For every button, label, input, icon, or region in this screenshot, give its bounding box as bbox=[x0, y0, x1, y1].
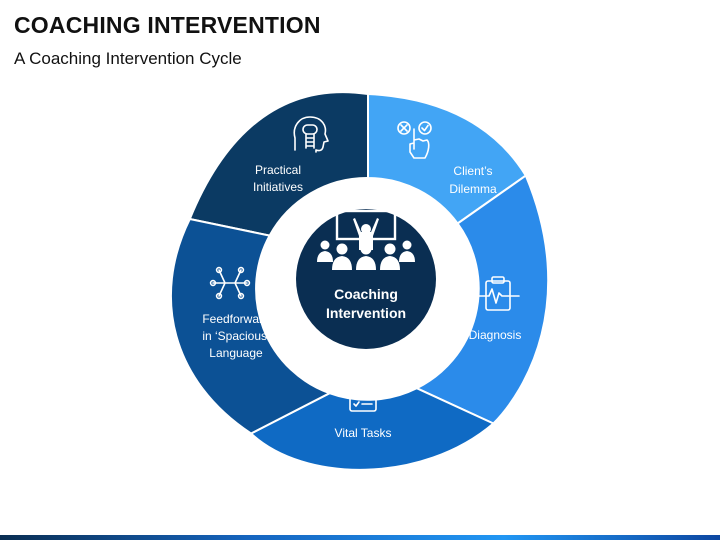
clipboard-pulse-icon bbox=[476, 276, 520, 311]
label-tasks: Vital Tasks bbox=[335, 426, 392, 440]
label-feedforward-1: Feedforward bbox=[202, 312, 269, 326]
slide-subtitle: A Coaching Intervention Cycle bbox=[14, 49, 242, 68]
choice-hand-icon bbox=[397, 121, 432, 159]
slide-title: COACHING INTERVENTION bbox=[14, 12, 321, 38]
label-feedforward-2: in ‘Spacious’ bbox=[202, 329, 269, 343]
center-hub bbox=[296, 209, 436, 349]
label-diagnosis: Diagnosis bbox=[469, 328, 522, 342]
segment-feedforward: Feedforward in ‘Spacious’ Language bbox=[170, 217, 333, 435]
label-dilemma-1: Client’s bbox=[453, 164, 492, 178]
label-dilemma-2: Dilemma bbox=[449, 182, 497, 196]
center-label-line1: Coaching bbox=[334, 286, 398, 302]
segment-diagnosis: Diagnosis bbox=[414, 174, 550, 425]
segment-tasks: Vital Tasks bbox=[249, 374, 496, 471]
segment-diagnosis-shape bbox=[414, 174, 550, 425]
bottom-accent-bar bbox=[0, 535, 720, 540]
audience-presenter-icon bbox=[317, 209, 415, 270]
center-label-line2: Intervention bbox=[326, 305, 406, 321]
label-practical-1: Practical bbox=[255, 163, 301, 177]
segment-feedforward-shape bbox=[170, 217, 333, 435]
segment-dilemma: Client’s Dilemma bbox=[367, 92, 528, 225]
network-icon bbox=[209, 266, 251, 300]
label-practical-2: Initiatives bbox=[253, 180, 303, 194]
checklist-icon bbox=[349, 374, 377, 412]
label-feedforward-3: Language bbox=[209, 346, 263, 360]
segment-tasks-shape bbox=[249, 387, 496, 471]
brain-head-icon bbox=[293, 116, 329, 153]
